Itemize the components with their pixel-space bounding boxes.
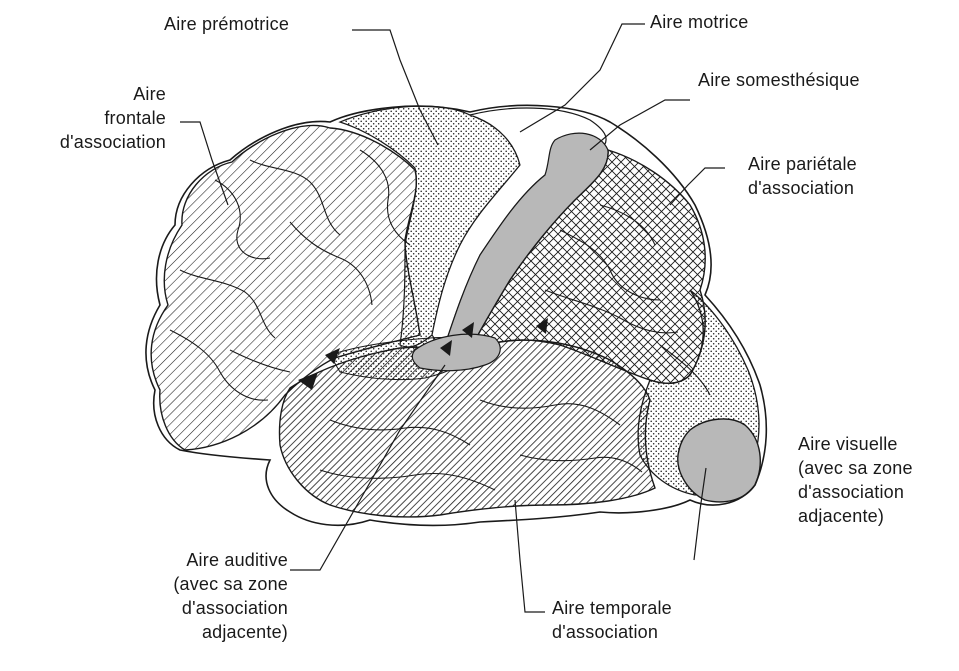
label-parietal-association: Aire pariétale d'association (748, 152, 857, 200)
label-premotor-area: Aire prémotrice (164, 12, 289, 36)
label-visual-area: Aire visuelle (avec sa zone d'associatio… (798, 432, 913, 528)
label-temporal-association: Aire temporale d'association (552, 596, 672, 644)
label-motor-area: Aire motrice (650, 10, 748, 34)
visual-area (678, 419, 760, 502)
label-auditory-area: Aire auditive (avec sa zone d'associatio… (100, 548, 288, 644)
label-frontal-association: Aire frontale d'association (0, 82, 166, 154)
leader-temporale (515, 500, 545, 612)
label-somesthetic-area: Aire somesthésique (698, 68, 860, 92)
